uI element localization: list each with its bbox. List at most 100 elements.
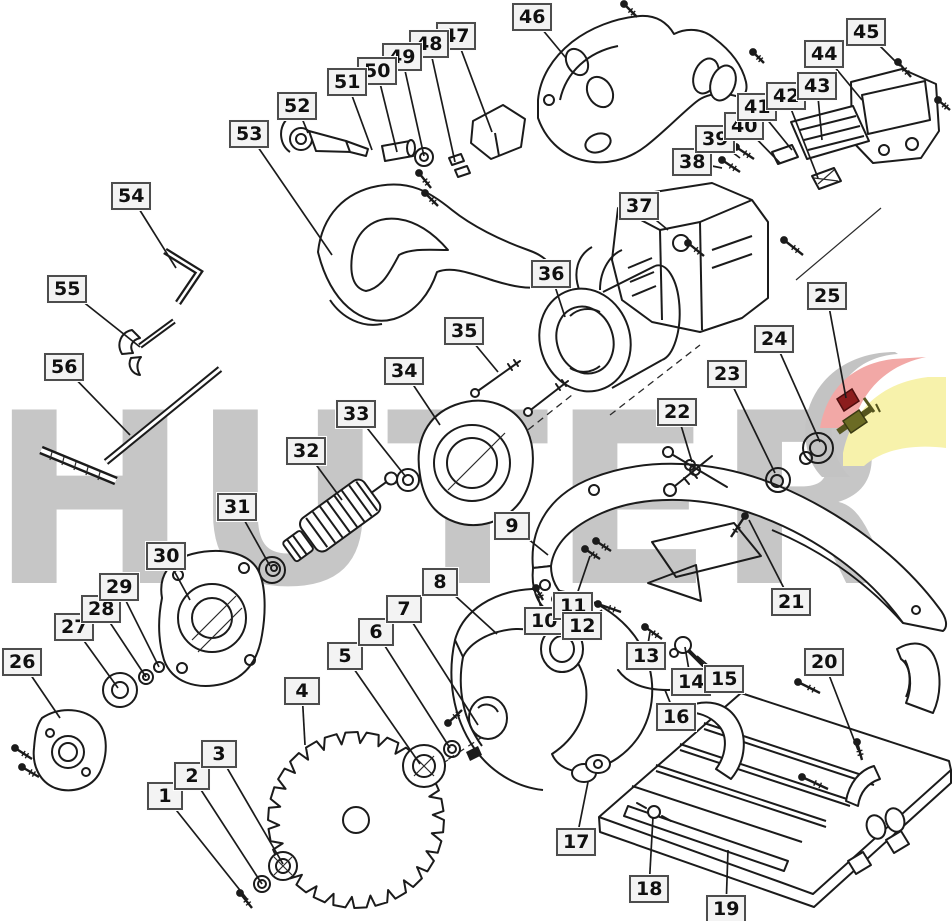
callout-number: 16 bbox=[663, 706, 690, 728]
part-base-plate bbox=[571, 636, 952, 908]
callout-number: 9 bbox=[505, 515, 519, 537]
part-spindle-lock-set bbox=[381, 104, 526, 178]
callout-number: 40 bbox=[731, 115, 758, 137]
part-spindle-gear bbox=[799, 397, 881, 465]
callout-50: 50 bbox=[355, 56, 399, 86]
callout-51: 51 bbox=[325, 67, 369, 97]
callout-number: 23 bbox=[714, 363, 741, 385]
logo-swoosh-red bbox=[820, 357, 926, 428]
part-guard-bolt bbox=[663, 455, 791, 497]
callout-36: 36 bbox=[529, 259, 573, 289]
callout-5: 5 bbox=[326, 641, 364, 671]
part-bearing-flange bbox=[417, 399, 534, 527]
callout-number: 52 bbox=[284, 95, 311, 117]
callout-number: 20 bbox=[811, 651, 838, 673]
callout-number: 44 bbox=[811, 43, 838, 65]
line-art bbox=[32, 14, 952, 909]
part-armature bbox=[282, 471, 399, 563]
part-arbor-hardware bbox=[253, 851, 298, 893]
leader-line-49 bbox=[401, 56, 425, 157]
leader-line-25 bbox=[826, 295, 847, 399]
callout-number: 24 bbox=[761, 328, 788, 350]
callout-number: 41 bbox=[744, 96, 771, 118]
callout-45: 45 bbox=[844, 17, 888, 47]
callout-number: 1 bbox=[158, 785, 172, 807]
part-wing-bolt bbox=[647, 805, 661, 819]
callout-number: 46 bbox=[519, 6, 546, 28]
callout-number: 26 bbox=[9, 651, 36, 673]
callout-number: 51 bbox=[334, 71, 361, 93]
callout-number: 38 bbox=[679, 151, 706, 173]
leader-line-20 bbox=[823, 661, 859, 751]
leader-line-2 bbox=[191, 775, 263, 885]
part-switch-plate bbox=[790, 105, 870, 160]
hardware-screws bbox=[11, 0, 951, 909]
callout-number: 48 bbox=[416, 33, 443, 55]
callout-number: 21 bbox=[778, 591, 805, 613]
callout-number: 19 bbox=[713, 898, 740, 920]
callout-number: 4 bbox=[295, 680, 309, 702]
part-field-screws bbox=[470, 359, 569, 417]
leader-line-7 bbox=[403, 608, 479, 726]
callout-number: 14 bbox=[678, 671, 705, 693]
callout-number: 53 bbox=[236, 123, 263, 145]
callout-number: 36 bbox=[538, 263, 565, 285]
callout-number: 47 bbox=[443, 25, 470, 47]
callout-24: 24 bbox=[752, 324, 796, 354]
logo-swoosh-yellow bbox=[843, 377, 946, 466]
tool-wrench bbox=[118, 318, 176, 376]
callout-35: 35 bbox=[442, 316, 486, 346]
callout-15: 15 bbox=[702, 664, 746, 694]
part-gear-housing-plate bbox=[158, 550, 266, 687]
callout-number: 42 bbox=[773, 85, 800, 107]
callout-34: 34 bbox=[382, 356, 426, 386]
leader-line-6 bbox=[375, 631, 451, 749]
callout-number: 2 bbox=[185, 765, 199, 787]
callout-number: 50 bbox=[364, 60, 391, 82]
callout-6: 6 bbox=[357, 617, 395, 647]
part-bearing-inner bbox=[402, 474, 414, 486]
callout-number: 6 bbox=[369, 621, 383, 643]
callout-number: 17 bbox=[563, 831, 590, 853]
callout-56: 56 bbox=[42, 352, 86, 382]
callout-number: 10 bbox=[531, 610, 558, 632]
callout-number: 56 bbox=[51, 356, 78, 378]
callout-12: 12 bbox=[560, 611, 604, 641]
part-switch-housing bbox=[850, 68, 940, 164]
callout-22: 22 bbox=[655, 397, 699, 427]
leader-line-1 bbox=[164, 795, 248, 900]
callout-32: 32 bbox=[284, 436, 328, 466]
callout-54: 54 bbox=[109, 181, 153, 211]
callout-21: 21 bbox=[769, 587, 813, 617]
part-blade-flanges bbox=[402, 696, 508, 788]
tool-guide-bar bbox=[39, 366, 223, 486]
callout-9: 9 bbox=[493, 511, 531, 541]
tool-hex-key bbox=[163, 248, 204, 305]
callout-37: 37 bbox=[617, 191, 661, 221]
callout-10: 10 bbox=[522, 606, 566, 636]
leader-line-3 bbox=[218, 753, 284, 865]
callout-number: 25 bbox=[814, 285, 841, 307]
callout-number: 15 bbox=[711, 668, 738, 690]
callout-20: 20 bbox=[802, 647, 846, 677]
callout-1: 1 bbox=[146, 781, 184, 811]
callout-30: 30 bbox=[144, 541, 188, 571]
callout-number: 34 bbox=[391, 360, 418, 382]
callout-3: 3 bbox=[200, 739, 238, 769]
part-end-cap bbox=[32, 709, 107, 792]
callout-number: 54 bbox=[118, 185, 145, 207]
callout-8: 8 bbox=[421, 567, 459, 597]
leader-lines bbox=[21, 16, 901, 910]
callout-number: 11 bbox=[560, 595, 587, 617]
callout-number: 39 bbox=[702, 128, 729, 150]
callout-52: 52 bbox=[275, 91, 319, 121]
callout-43: 43 bbox=[795, 71, 839, 101]
callout-number: 18 bbox=[636, 878, 663, 900]
callout-33: 33 bbox=[334, 399, 378, 429]
callout-number: 35 bbox=[451, 320, 478, 342]
callout-23: 23 bbox=[705, 359, 749, 389]
callout-number: 55 bbox=[54, 278, 81, 300]
callout-number: 8 bbox=[433, 571, 447, 593]
